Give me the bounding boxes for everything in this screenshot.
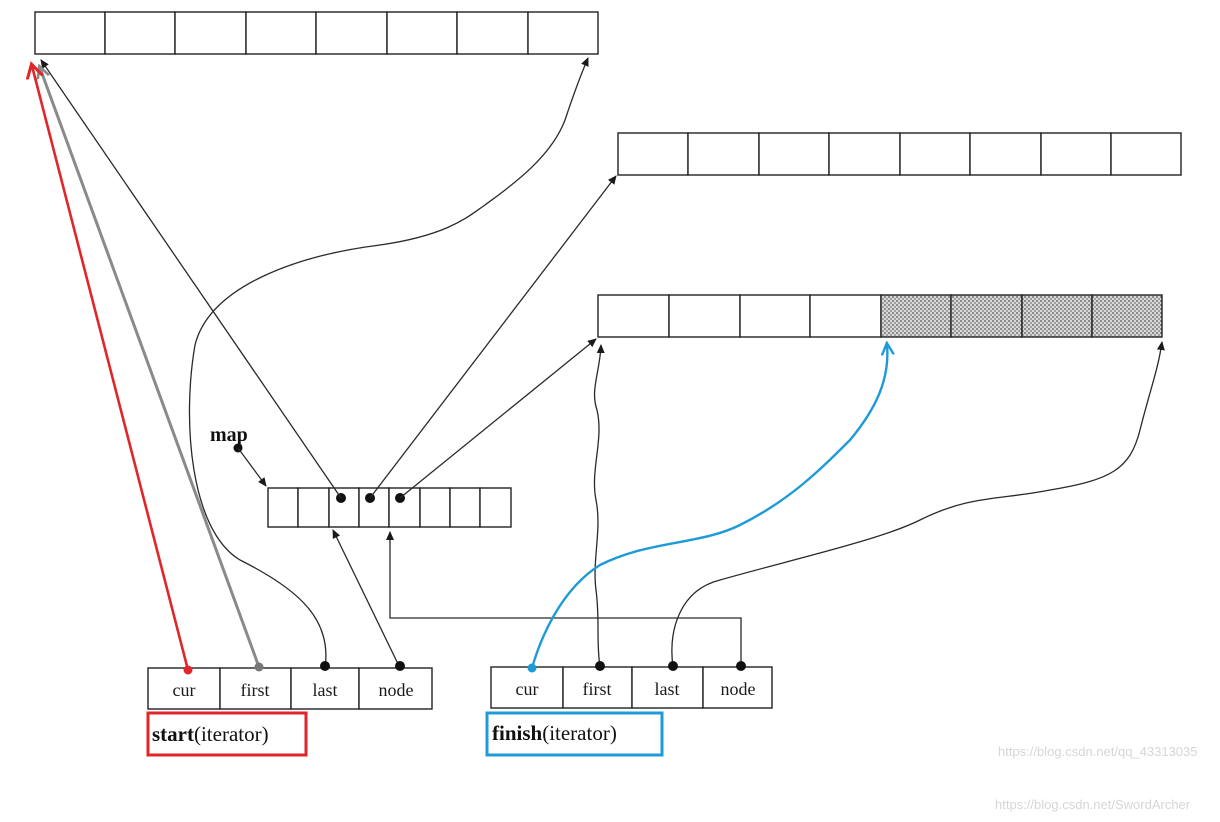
start-name: start <box>152 722 194 746</box>
finish-suffix: (iterator) <box>542 721 617 745</box>
finish-node-arrow <box>386 531 742 667</box>
finish-field-node: node <box>721 679 756 699</box>
start-cur-arrow <box>32 66 190 671</box>
buffer-2 <box>617 132 1182 176</box>
finish-field-cur: cur <box>516 679 539 699</box>
map-pointer-arrow <box>237 447 267 487</box>
start-last-dot <box>320 661 330 671</box>
start-field-last: last <box>313 680 338 700</box>
start-field-first: first <box>241 680 270 700</box>
finish-last-arrow <box>671 341 1165 668</box>
start-field-node: node <box>379 680 414 700</box>
map-label: map <box>210 424 248 446</box>
buffer-1 <box>34 11 599 55</box>
map-to-buffer-3-arrow <box>399 338 597 499</box>
finish-first-dot <box>595 661 605 671</box>
buffer-3 <box>597 294 1163 338</box>
map-to-buffer-2-arrow <box>369 175 617 499</box>
map-to-buffer-1-arrow <box>40 59 342 499</box>
finish-name: finish <box>492 721 543 745</box>
map-node-array <box>267 487 512 528</box>
start-iterator-box: cur first last node <box>147 667 433 710</box>
start-cur-dot <box>183 665 193 675</box>
finish-first-arrow <box>593 344 605 668</box>
start-suffix: (iterator) <box>194 722 269 746</box>
start-first-arrow <box>40 68 261 668</box>
finish-field-last: last <box>655 679 680 699</box>
finish-node-dot <box>736 661 746 671</box>
svg-text:finish(iterator): finish(iterator) <box>492 721 617 745</box>
start-iterator-label: start(iterator) <box>146 711 308 757</box>
watermark-2: https://blog.csdn.net/SwordArcher <box>995 797 1191 812</box>
finish-iterator-box: cur first last node <box>490 666 773 709</box>
finish-cur-arrow <box>530 345 887 669</box>
start-first-dot <box>254 662 264 672</box>
finish-cur-dot <box>527 663 537 673</box>
start-node-dot <box>395 661 405 671</box>
finish-highlight-box <box>485 711 664 757</box>
start-highlight-box <box>146 711 308 757</box>
finish-iterator-label: finish(iterator) <box>485 711 664 757</box>
start-field-cur: cur <box>173 680 196 700</box>
finish-field-first: first <box>583 679 612 699</box>
watermark-1: https://blog.csdn.net/qq_43313035 <box>998 744 1198 759</box>
svg-text:start(iterator): start(iterator) <box>152 722 269 746</box>
start-last-arrow <box>188 57 589 669</box>
finish-last-dot <box>668 661 678 671</box>
start-node-arrow <box>332 529 401 669</box>
